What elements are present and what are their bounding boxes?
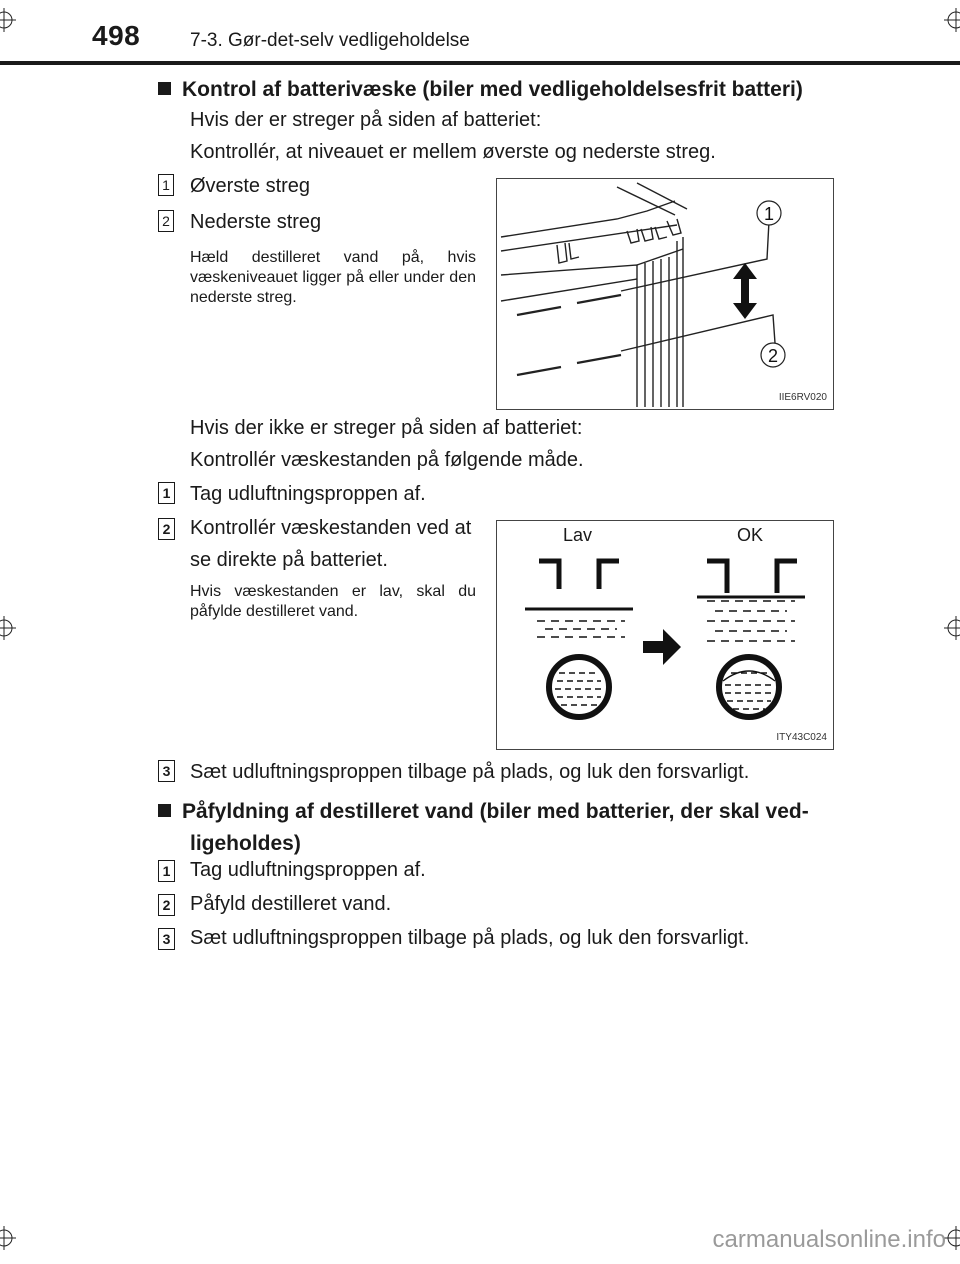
- no-lines-line: Kontrollér væskestanden på følgende måde…: [190, 449, 584, 471]
- registration-mark-icon: [0, 1226, 16, 1250]
- registration-mark-icon: [944, 1226, 960, 1250]
- square-bullet-icon: [158, 82, 171, 95]
- step-text: Påfyld destilleret vand.: [190, 893, 392, 915]
- step-number: 1: [158, 860, 175, 882]
- step-note: Hvis væskestanden er lav, skal du påfyld…: [190, 583, 476, 620]
- step-text: Sæt udluftningsproppen tilbage på plads,…: [190, 761, 750, 783]
- intro-line: Hvis der er streger på siden af batterie…: [190, 109, 542, 131]
- step-number: 2: [158, 894, 175, 916]
- step-number: 3: [158, 760, 175, 782]
- registration-mark-icon: [0, 8, 16, 32]
- step-text: Kontrollér væskestanden ved at se direkt…: [190, 517, 472, 571]
- registration-mark-icon: [944, 8, 960, 32]
- section-heading-distilled-water: Påfyldning af destilleret vand (biler me…: [158, 794, 809, 830]
- fluid-level-illustration: [525, 558, 805, 720]
- callout-number: 2: [158, 210, 174, 232]
- square-bullet-icon: [158, 804, 171, 817]
- figure-callout-2: 2: [768, 346, 778, 366]
- section-title: 7-3. Gør-det-selv vedligeholdelse: [190, 30, 470, 51]
- figure-code: IIE6RV020: [778, 392, 827, 403]
- figure-code: ITY43C024: [776, 732, 827, 743]
- step-number: 1: [158, 482, 175, 504]
- callout-label-upper: Øverste streg: [190, 175, 311, 197]
- callout-label-lower: Nederste streg: [190, 211, 322, 233]
- callout-note: Hæld destilleret vand på, hvis væskenive…: [190, 249, 476, 306]
- section-heading-battery-fluid: Kontrol af batterivæske (biler med vedli…: [158, 72, 803, 108]
- intro-line: Kontrollér, at niveauet er mellem øverst…: [190, 141, 716, 163]
- header-rule: [0, 61, 960, 65]
- step-text: Tag udluftningsproppen af.: [190, 483, 426, 505]
- label-low: Lav: [563, 525, 593, 545]
- no-lines-line: Hvis der ikke er streger på siden af bat…: [190, 417, 583, 439]
- battery-side-illustration: 1 2: [500, 182, 786, 407]
- battery-level-figure: 1 2 IIE6RV020: [496, 178, 834, 410]
- watermark: carmanualsonline.info: [712, 1226, 946, 1253]
- step-number: 3: [158, 928, 175, 950]
- label-ok: OK: [737, 525, 764, 545]
- fluid-level-comparison-figure: Lav OK: [496, 520, 834, 750]
- registration-mark-icon: [944, 616, 960, 640]
- registration-mark-icon: [0, 616, 16, 640]
- figure-callout-1: 1: [764, 204, 774, 224]
- callout-number: 1: [158, 174, 174, 196]
- step-text: Tag udluftningsproppen af.: [190, 859, 426, 881]
- step-number: 2: [158, 518, 175, 540]
- section-heading-continuation: ligeholdes): [190, 832, 301, 855]
- page-number: 498: [92, 20, 141, 51]
- step-text: Sæt udluftningsproppen tilbage på plads,…: [190, 927, 750, 949]
